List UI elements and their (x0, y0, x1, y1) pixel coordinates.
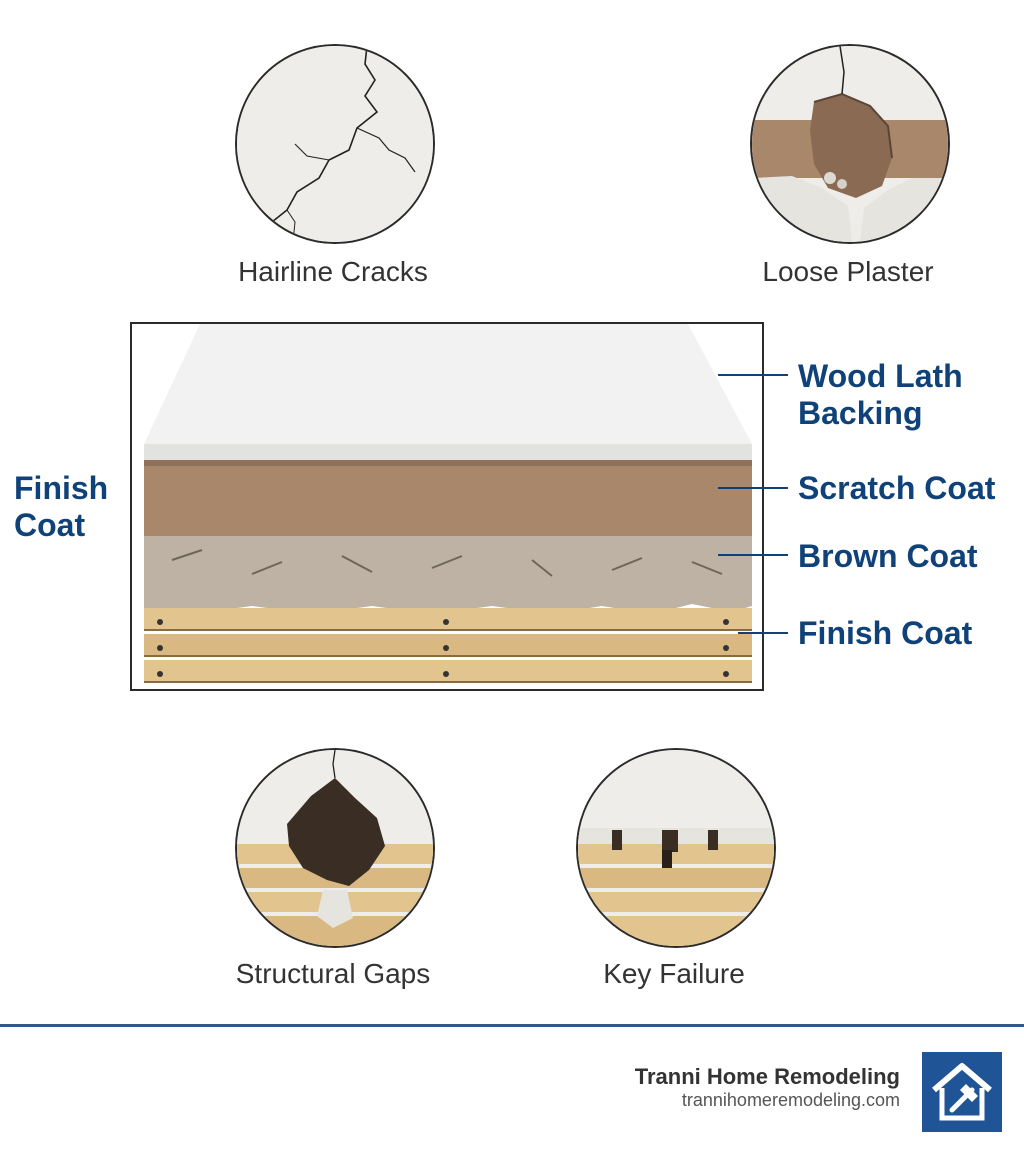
leader-brown-coat (718, 554, 788, 556)
company-url: trannihomeremodeling.com (681, 1090, 900, 1110)
loose-plaster-icon (752, 46, 948, 242)
key-failure-illustration (576, 748, 776, 948)
leader-finish-coat (738, 632, 788, 634)
caption-structural-gaps: Structural Gaps (235, 958, 431, 989)
footer-divider (0, 1024, 1024, 1027)
cracked-plaster-icon (237, 46, 433, 242)
plaster-wall-layers (144, 324, 752, 683)
caption-loose-plaster: Loose Plaster (762, 256, 934, 287)
label-finish-coat-right: Finish Coat (798, 615, 973, 651)
plaster-layers-cross-section (130, 322, 764, 691)
caption-hairline-cracks: Hairline Cracks (238, 256, 428, 287)
structural-gap-icon (237, 750, 433, 946)
house-hammer-icon (922, 1052, 1002, 1132)
loose-plaster-illustration (750, 44, 950, 244)
leader-wood-lath (718, 374, 788, 376)
label-scratch-coat: Scratch Coat (798, 470, 996, 506)
caption-key-failure: Key Failure (603, 958, 745, 989)
label-finish-coat-left: Finish Coat (14, 470, 109, 543)
leader-scratch-coat (718, 487, 788, 489)
label-brown-coat: Brown Coat (798, 538, 978, 574)
label-wood-lath-backing: Wood Lath Backing (798, 358, 963, 431)
key-failure-icon (578, 750, 774, 946)
hairline-cracks-illustration (235, 44, 435, 244)
structural-gaps-illustration (235, 748, 435, 948)
company-name: Tranni Home Remodeling (634, 1064, 900, 1089)
